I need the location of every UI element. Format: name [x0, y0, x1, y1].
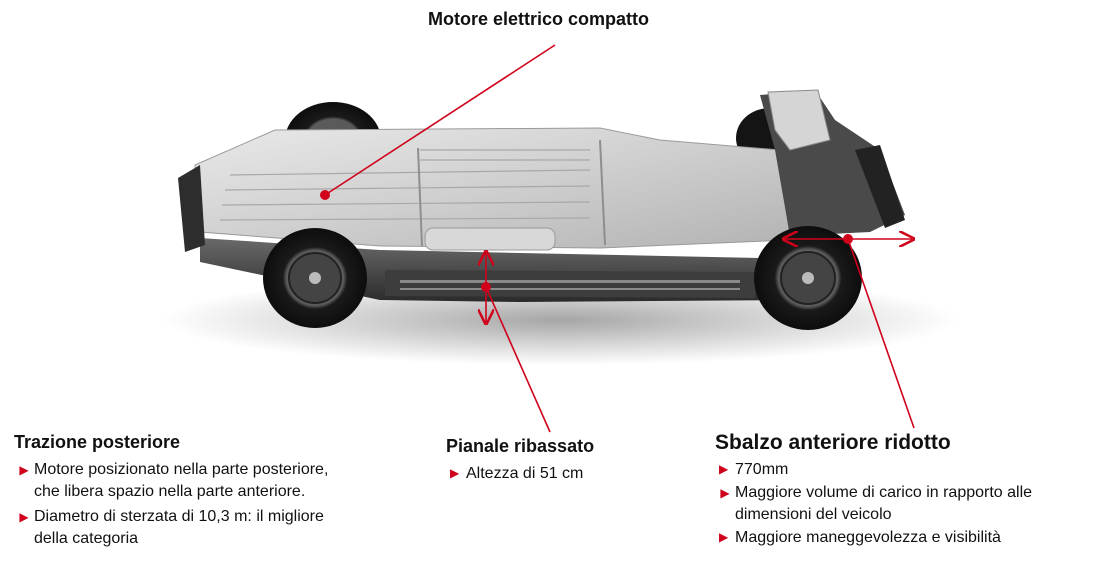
- front-right-wheel: [754, 226, 862, 330]
- caret-right-icon: ▶: [19, 510, 29, 524]
- caret-right-icon: ▶: [719, 530, 729, 544]
- overhang-bullet-2: ▶Maggiore volume di carico in rapporto a…: [715, 482, 1105, 525]
- caret-right-icon: ▶: [19, 463, 29, 477]
- overhang-title: Sbalzo anteriore ridotto: [715, 431, 951, 454]
- overhang-bullet-1: ▶770mm: [719, 461, 789, 478]
- rear-right-wheel: [263, 228, 367, 328]
- overhang-marker-dot: [843, 234, 853, 244]
- rear-drive-bullet-2: ▶Diametro di sterzata di 10,3 m: il migl…: [14, 506, 349, 549]
- floor-ribs: [219, 139, 606, 247]
- front-bumper-beam: [855, 145, 905, 228]
- overhang-bullet-3: ▶Maggiore maneggevolezza e visibilità: [719, 529, 1001, 546]
- overhang-block: Sbalzo anteriore ridotto ▶770mm ▶Maggior…: [715, 431, 1105, 550]
- floor-tunnel: [424, 227, 556, 251]
- motor-callout-title: Motore elettrico compatto: [428, 9, 650, 29]
- front-tower: [767, 89, 831, 151]
- overhang-leader: [785, 234, 914, 429]
- caret-right-icon: ▶: [719, 462, 729, 476]
- floor-title: Pianale ribassato: [446, 436, 595, 456]
- rear-crossmember: [178, 165, 205, 252]
- caret-right-icon: ▶: [720, 486, 730, 500]
- floor-leader: [481, 253, 551, 433]
- floor-block: Pianale ribassato ▶Altezza di 51 cm: [446, 436, 646, 486]
- caret-right-icon: ▶: [450, 466, 460, 480]
- rear-drive-bullet-1: ▶Motore posizionato nella parte posterio…: [14, 459, 349, 502]
- floor-marker-dot: [481, 282, 491, 292]
- rear-drive-block: Trazione posteriore ▶Motore posizionato …: [14, 432, 349, 551]
- motor-leader: [320, 44, 556, 200]
- rear-drive-title: Trazione posteriore: [14, 432, 181, 452]
- sill-detail: [385, 270, 755, 298]
- floor-bullet-1: ▶Altezza di 51 cm: [450, 465, 584, 482]
- motor-marker-dot: [320, 190, 330, 200]
- sill-holes: [400, 280, 740, 290]
